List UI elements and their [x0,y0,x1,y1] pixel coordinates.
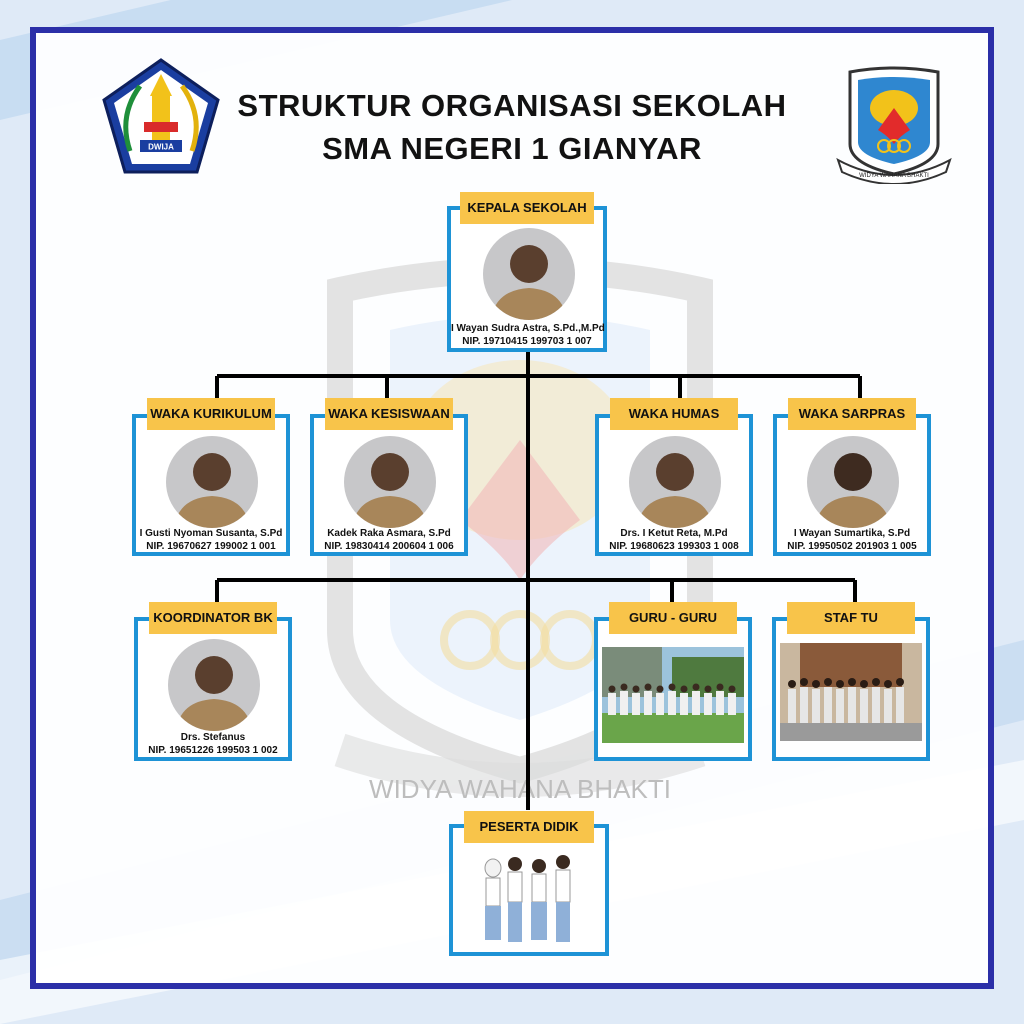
teachers-group-photo [602,647,744,743]
waka-kesiswaan-nip: NIP. 19830414 200604 1 006 [324,541,454,552]
avatar [168,639,260,731]
waka-sarpras-card: I Wayan Sumartika, S.Pd NIP. 19950502 20… [773,414,931,556]
guru-guru-card [594,617,752,761]
guru-guru-label: GURU - GURU [609,602,737,634]
svg-text:DWIJA: DWIJA [148,143,174,152]
staf-tu-label: STAF TU [787,602,915,634]
avatar [629,436,721,528]
waka-kurikulum-nip: NIP. 19670627 199002 1 001 [146,541,276,552]
waka-kurikulum-name: I Gusti Nyoman Susanta, S.Pd [139,528,283,539]
waka-sarpras-nip: NIP. 19950502 201903 1 005 [787,541,917,552]
koordinator-bk-name: Drs. Stefanus [180,732,246,743]
waka-sarpras-label: WAKA SARPRAS [788,398,916,430]
waka-humas-nip: NIP. 19680623 199303 1 008 [609,541,739,552]
staff-group-photo [780,643,922,741]
avatar [166,436,258,528]
kepala-name: I Wayan Sudra Astra, S.Pd.,M.Pd [451,323,605,334]
peserta-didik-label: PESERTA DIDIK [464,811,594,843]
page-title: STRUKTUR ORGANISASI SEKOLAH [237,88,787,123]
koordinator-bk-card: Drs. Stefanus NIP. 19651226 199503 1 002 [134,617,292,761]
waka-humas-label: WAKA HUMAS [610,398,738,430]
staf-tu-card [772,617,930,761]
peserta-didik-card [449,824,609,956]
bali-province-emblem-icon: DWIJA [102,58,220,174]
kepala-sekolah-card: I Wayan Sudra Astra, S.Pd.,M.Pd NIP. 197… [447,206,607,352]
page-subtitle: SMA NEGERI 1 GIANYAR [322,131,702,166]
kepala-nip: NIP. 19710415 199703 1 007 [462,336,592,347]
school-emblem-icon: WIDYA WAHANA BHAKTI [836,66,952,184]
avatar [807,436,899,528]
waka-kurikulum-label: WAKA KURIKULUM [147,398,275,430]
waka-humas-name: Drs. I Ketut Reta, M.Pd [620,528,728,539]
waka-kesiswaan-card: Kadek Raka Asmara, S.Pd NIP. 19830414 20… [310,414,468,556]
avatar [483,228,575,320]
waka-kesiswaan-label: WAKA KESISWAAN [325,398,453,430]
waka-kesiswaan-name: Kadek Raka Asmara, S.Pd [327,528,451,539]
watermark-motto: WIDYA WAHANA BHAKTI [369,774,671,804]
svg-text:WIDYA WAHANA BHAKTI: WIDYA WAHANA BHAKTI [859,173,929,179]
koordinator-bk-nip: NIP. 19651226 199503 1 002 [148,745,278,756]
students-illustration [479,850,579,950]
waka-sarpras-name: I Wayan Sumartika, S.Pd [793,528,911,539]
koordinator-bk-label: KOORDINATOR BK [149,602,277,634]
kepala-sekolah-label: KEPALA SEKOLAH [460,192,594,224]
waka-humas-card: Drs. I Ketut Reta, M.Pd NIP. 19680623 19… [595,414,753,556]
avatar [344,436,436,528]
waka-kurikulum-card: I Gusti Nyoman Susanta, S.Pd NIP. 196706… [132,414,290,556]
